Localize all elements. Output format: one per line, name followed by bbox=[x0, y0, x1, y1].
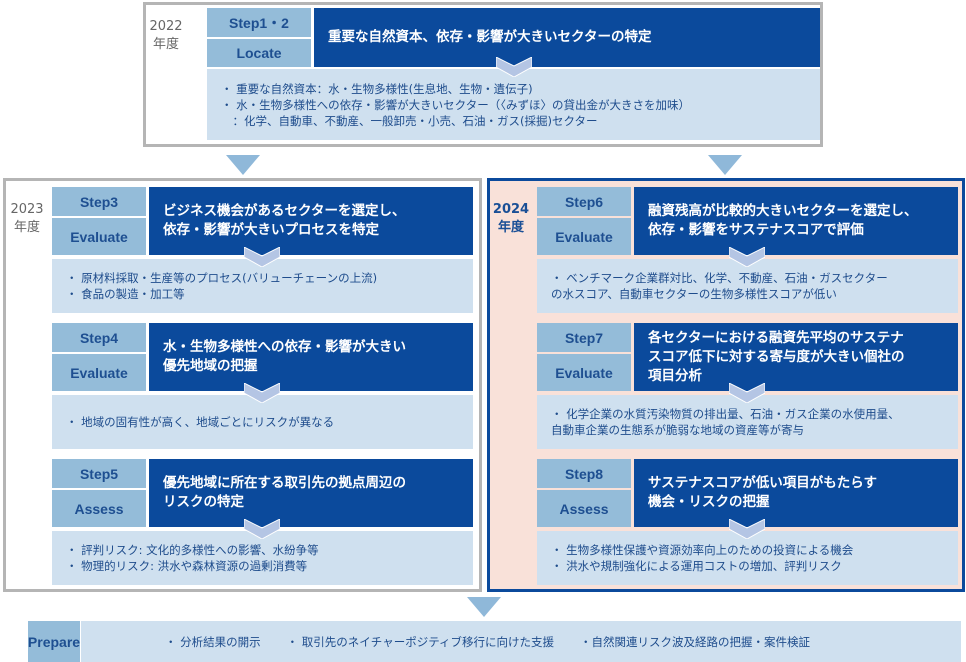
step-title: 融資残高が比較的大きいセクターを選定し、 依存・影響をサステナスコアで評価 bbox=[634, 187, 958, 255]
phase-label: Locate bbox=[207, 39, 311, 67]
detail-line: ・ 原材料採取・生産等のプロセス(バリューチェーンの上流) bbox=[66, 271, 378, 285]
step-details: ・ ベンチマーク企業群対比、化学、不動産、石油・ガスセクター の水スコア、自動車… bbox=[537, 259, 958, 313]
year-2022: 2022 年度 bbox=[149, 19, 183, 52]
chevron-down-icon bbox=[496, 57, 532, 77]
step-label: Step8 bbox=[537, 459, 631, 488]
prepare-item: ・自然関連リスク波及経路の把握・案件検証 bbox=[580, 634, 811, 649]
detail-line: ：化学、自動車、不動産、一般卸売・小売、石油・ガス(採掘)セクター bbox=[221, 113, 598, 128]
year-2023-frame bbox=[3, 178, 482, 592]
phase-label: Evaluate bbox=[52, 354, 146, 391]
arrow-down-icon bbox=[467, 597, 501, 617]
step-details: ・ 重要な自然資本：水・生物多様性(生息地、生物・遺伝子) ・ 水・生物多様性へ… bbox=[207, 69, 820, 140]
chevron-down-icon bbox=[244, 519, 280, 539]
phase-label: Evaluate bbox=[537, 354, 631, 391]
detail-line: ・ 化学企業の水質汚染物質の排出量、石油・ガス企業の水使用量、 自動車企業の生態… bbox=[551, 407, 900, 437]
step-label: Step7 bbox=[537, 323, 631, 352]
detail-line: ・ 重要な自然資本：水・生物多様性(生息地、生物・遺伝子) bbox=[221, 81, 533, 96]
step-label: Step5 bbox=[52, 459, 146, 488]
step-label: Step4 bbox=[52, 323, 146, 352]
prepare-label: Prepare bbox=[28, 621, 80, 662]
detail-line: ・ 洪水や規制強化による運用コストの増加、評判リスク bbox=[551, 559, 842, 573]
prepare-item: ・ 取引先のネイチャーポジティブ移行に向けた支援 bbox=[286, 634, 555, 649]
step-2022-frame bbox=[143, 2, 823, 147]
step-details: ・ 化学企業の水質汚染物質の排出量、石油・ガス企業の水使用量、 自動車企業の生態… bbox=[537, 395, 958, 449]
phase-label: Assess bbox=[537, 490, 631, 527]
year-2023: 2023 年度 bbox=[10, 202, 44, 235]
detail-line: ・ 生物多様性保護や資源効率向上のための投資による機会 bbox=[551, 543, 854, 557]
chevron-down-icon bbox=[244, 383, 280, 403]
step-title: ビジネス機会があるセクターを選定し、 依存・影響が大きいプロセスを特定 bbox=[149, 187, 473, 255]
step-details: ・ 地域の固有性が高く、地域ごとにリスクが異なる bbox=[52, 395, 473, 449]
phase-label: Assess bbox=[52, 490, 146, 527]
step-details: ・ 生物多様性保護や資源効率向上のための投資による機会・ 洪水や規制強化による運… bbox=[537, 531, 958, 585]
step-title: サステナスコアが低い項目がもたらす 機会・リスクの把握 bbox=[634, 459, 958, 527]
year-2024: 2024 年度 bbox=[492, 202, 530, 235]
step-title: 重要な自然資本、依存・影響が大きいセクターの特定 bbox=[314, 8, 820, 67]
chevron-down-icon bbox=[729, 247, 765, 267]
step-details: ・ 原材料採取・生産等のプロセス(バリューチェーンの上流) ・ 食品の製造・加工等 bbox=[52, 259, 473, 313]
step-details: ・ 評判リスク: 文化的多様性への影響、水紛争等・ 物理的リスク: 洪水や森林資… bbox=[52, 531, 473, 585]
chevron-down-icon bbox=[729, 519, 765, 539]
detail-line: ・ 物理的リスク: 洪水や森林資源の過剰消費等 bbox=[66, 559, 308, 573]
detail-line: ・ 地域の固有性が高く、地域ごとにリスクが異なる bbox=[66, 415, 335, 429]
step-title: 各セクターにおける融資先平均のサステナ スコア低下に対する寄与度が大きい個社の … bbox=[634, 323, 958, 391]
detail-line: ・ 評判リスク: 文化的多様性への影響、水紛争等 bbox=[66, 543, 319, 557]
step-label: Step6 bbox=[537, 187, 631, 216]
phase-label: Evaluate bbox=[52, 218, 146, 255]
step-label: Step3 bbox=[52, 187, 146, 216]
step-title: 優先地域に所在する取引先の拠点周辺の リスクの特定 bbox=[149, 459, 473, 527]
phase-label: Evaluate bbox=[537, 218, 631, 255]
prepare-item: ・ 分析結果の開示 bbox=[165, 634, 261, 649]
step-label: Step1・2 bbox=[207, 8, 311, 37]
arrow-down-icon bbox=[708, 155, 742, 175]
detail-line: ・ 水・生物多様性への依存・影響が大きいセクター（〈みずほ〉の貸出金が大きさを加… bbox=[221, 97, 690, 112]
detail-line: ・ ベンチマーク企業群対比、化学、不動産、石油・ガスセクター の水スコア、自動車… bbox=[551, 271, 888, 301]
arrow-down-icon bbox=[226, 155, 260, 175]
chevron-down-icon bbox=[729, 383, 765, 403]
detail-line: ・ 食品の製造・加工等 bbox=[66, 287, 185, 301]
prepare-details: ・ 分析結果の開示 ・ 取引先のネイチャーポジティブ移行に向けた支援 ・自然関連… bbox=[81, 621, 961, 662]
chevron-down-icon bbox=[244, 247, 280, 267]
step-title: 水・生物多様性への依存・影響が大きい 優先地域の把握 bbox=[149, 323, 473, 391]
